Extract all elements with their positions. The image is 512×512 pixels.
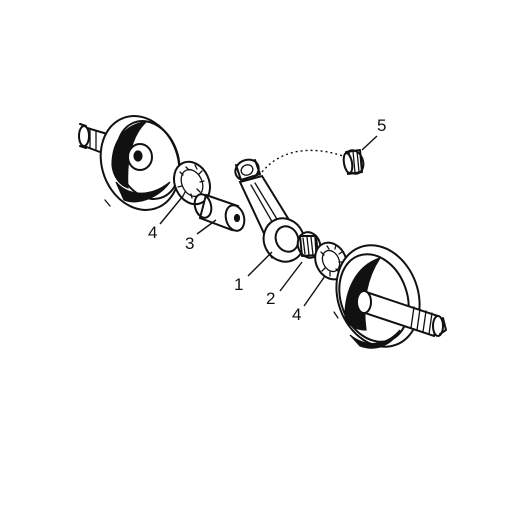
leader-3 — [196, 219, 217, 235]
leader-4-right — [303, 275, 326, 307]
callout-1: 1 — [234, 275, 243, 294]
crank-pin — [193, 193, 246, 232]
callout-4-right: 4 — [292, 305, 301, 324]
callout-5: 5 — [377, 116, 386, 135]
left-flywheel — [99, 115, 181, 211]
leader-1 — [247, 251, 273, 277]
left-crankshaft-half — [78, 115, 181, 211]
leader-4-left — [159, 195, 184, 225]
installation-path-dotted — [261, 149, 344, 173]
callout-2: 2 — [266, 289, 275, 308]
small-end-needle-bearing — [342, 149, 365, 175]
callout-3: 3 — [185, 234, 194, 253]
leader-2 — [279, 261, 303, 292]
leader-5 — [361, 135, 378, 151]
right-crankshaft-half — [333, 244, 447, 349]
callout-4-left: 4 — [148, 223, 157, 242]
right-shaft — [356, 290, 447, 338]
connecting-rod — [234, 158, 306, 263]
